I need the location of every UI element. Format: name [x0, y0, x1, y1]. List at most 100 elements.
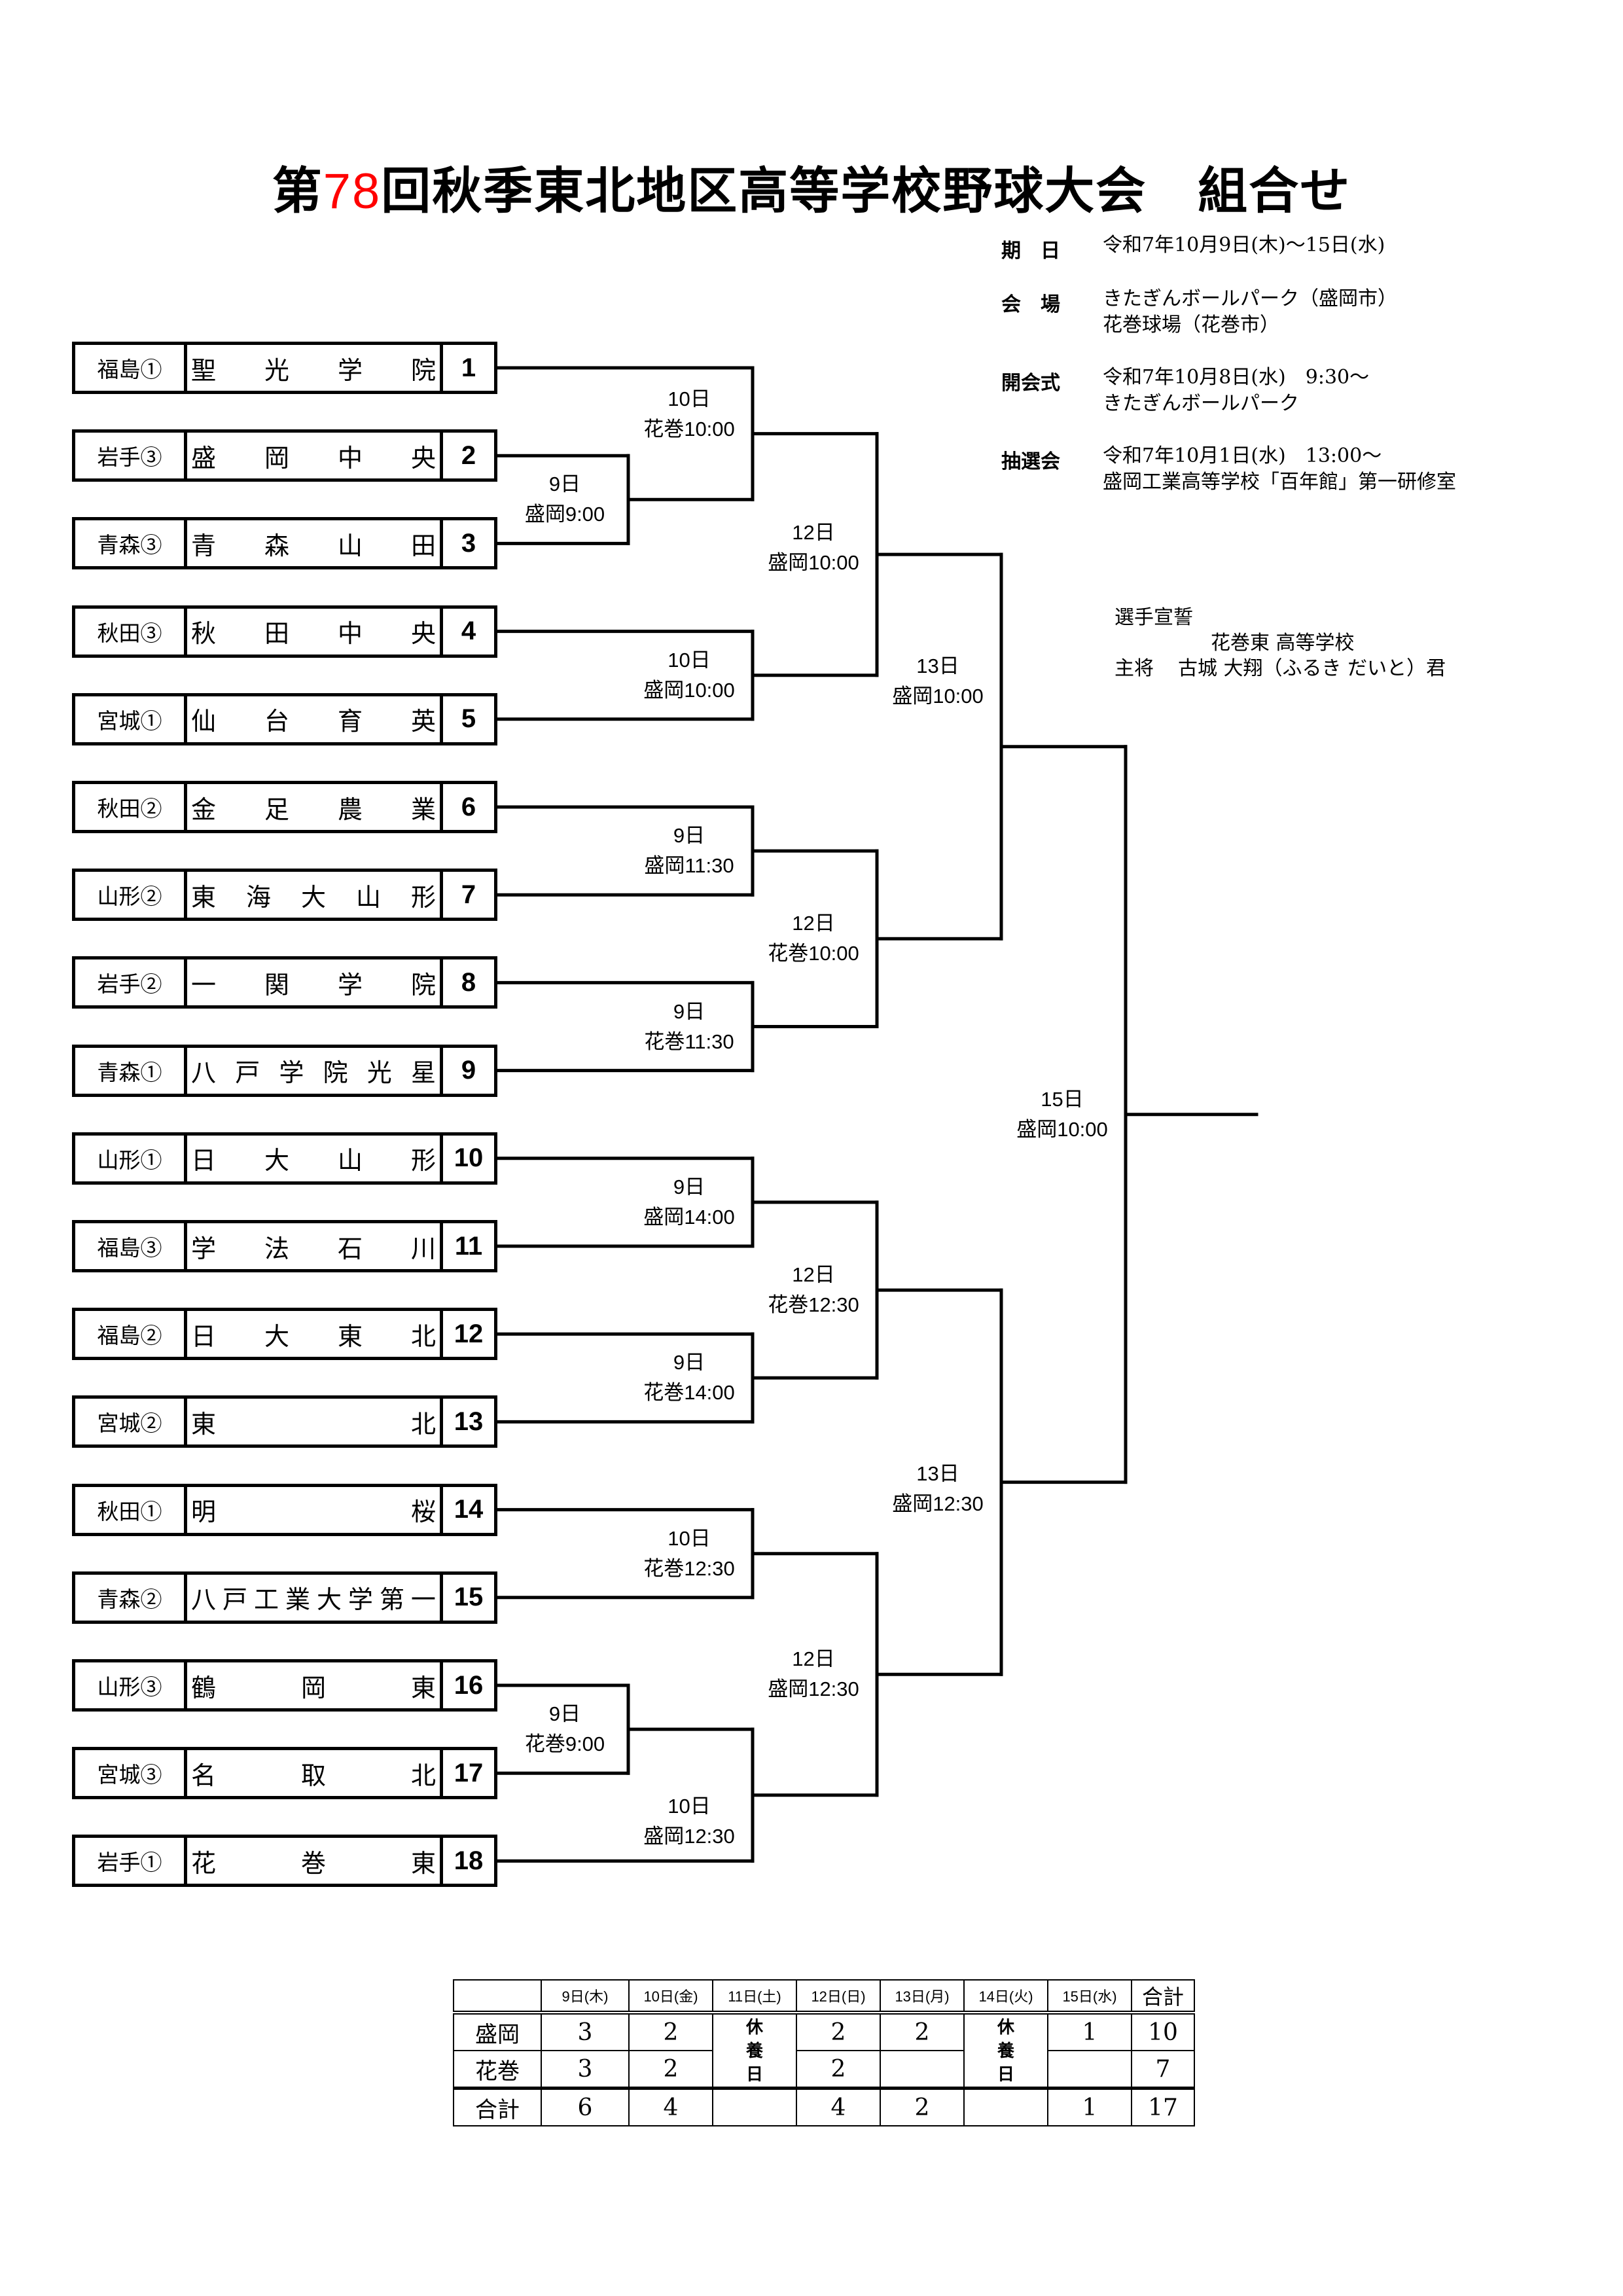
- table-header-cell: 9日(木): [541, 1979, 630, 2015]
- team-prefecture: 宮城③: [75, 1750, 187, 1797]
- team-prefecture: 青森①: [75, 1047, 187, 1094]
- school-name-char: 学: [279, 1058, 304, 1088]
- school-name-char: 東: [191, 1409, 217, 1439]
- team-draw-number: 2: [461, 440, 476, 470]
- team-draw-number: 10: [454, 1143, 484, 1173]
- school-name-char: 岡: [264, 443, 289, 473]
- row-label: 盛岡: [453, 2012, 542, 2051]
- school-name-char: 石: [337, 1234, 363, 1263]
- table-header-cell: 14日(火): [963, 1979, 1048, 2015]
- school-name-char: 山: [337, 531, 363, 560]
- match-label: 12日花巻12:30: [751, 1260, 876, 1320]
- school-name-char: 北: [410, 1321, 436, 1351]
- team-draw-number: 14: [454, 1495, 484, 1524]
- school-name-char: 大: [264, 1321, 289, 1351]
- table-cell: 17: [1131, 2087, 1195, 2126]
- rest-day-char: 休: [997, 2017, 1014, 2037]
- match-day: 9日: [548, 1702, 581, 1726]
- row-label: 花巻: [453, 2050, 542, 2089]
- table-cell: 2: [628, 2050, 713, 2089]
- team-draw-number: 15: [454, 1583, 484, 1612]
- oath-role: 主将: [1115, 657, 1154, 680]
- team-draw-number: 6: [461, 792, 476, 821]
- school-name-char: 山: [337, 1146, 363, 1175]
- table-cell: [712, 2087, 797, 2126]
- school-name-char: 海: [245, 882, 271, 912]
- team-school-name: 花巻東: [187, 1838, 443, 1884]
- school-name-char: 北: [410, 1761, 436, 1790]
- team-draw-number: 1: [461, 353, 476, 382]
- school-name-char: 青: [191, 531, 217, 560]
- match-label: 10日花巻12:30: [627, 1524, 751, 1584]
- team-prefecture: 秋田②: [75, 784, 187, 830]
- team-prefecture: 山形①: [75, 1135, 187, 1181]
- school-name-char: 花: [191, 1848, 217, 1878]
- school-name-char: 鶴: [191, 1673, 217, 1702]
- match-venue-time: 盛岡11:30: [644, 854, 734, 878]
- match-day: 12日: [792, 912, 835, 935]
- team-prefecture: 青森③: [75, 520, 187, 567]
- match-day: 13日: [916, 654, 959, 677]
- team-school-name: 東北: [187, 1399, 443, 1445]
- rest-day-char: 休: [745, 2017, 763, 2037]
- match-venue-time: 盛岡14:00: [643, 1205, 735, 1229]
- table-header-cell: [453, 1979, 542, 2015]
- school-name-char: 学: [337, 355, 363, 385]
- match-venue-time: 花巻14:00: [643, 1381, 735, 1405]
- match-venue-time: 花巻11:30: [644, 1030, 734, 1053]
- school-name-char: 台: [264, 707, 289, 736]
- team-school-name: 秋田中央: [187, 608, 443, 655]
- school-name-char: 東: [191, 882, 217, 912]
- match-label: 13日盛岡12:30: [876, 1459, 1000, 1519]
- team-school-name: 盛岡中央: [187, 433, 443, 479]
- school-name-char: 日: [191, 1146, 217, 1175]
- match-venue-time: 盛岡12:30: [892, 1492, 984, 1515]
- table-cell: [1047, 2050, 1132, 2089]
- team-prefecture: 福島③: [75, 1223, 187, 1269]
- info-value-opening-2: きたぎんボールパーク: [1103, 392, 1299, 415]
- school-name-char: 大: [300, 882, 326, 912]
- table-header-cell: 合計: [1131, 1979, 1195, 2015]
- school-name-char: 巻: [300, 1848, 326, 1878]
- team-school-name: 仙台育英: [187, 696, 443, 742]
- oath-captain-name: 古城 大翔（ふるき だいと）君: [1178, 657, 1446, 680]
- school-name-char: 森: [264, 531, 289, 560]
- table-cell: 2: [796, 2012, 881, 2051]
- school-name-char: 院: [410, 970, 436, 999]
- info-label-draw: 抽選会: [1001, 450, 1060, 473]
- school-name-char: 名: [191, 1761, 217, 1790]
- team-draw-number: 17: [454, 1758, 484, 1787]
- table-cell: 10: [1131, 2012, 1195, 2051]
- team-draw-number: 11: [454, 1231, 483, 1261]
- team-draw-number: 13: [454, 1407, 484, 1436]
- match-venue-time: 花巻9:00: [524, 1732, 605, 1756]
- team-prefecture: 青森②: [75, 1574, 187, 1621]
- match-venue-time: 花巻12:30: [768, 1293, 859, 1317]
- school-name-char: 関: [264, 970, 289, 999]
- school-name-char: 取: [300, 1761, 326, 1790]
- info-value-dates: 令和7年10月9日(木)～15日(水): [1103, 234, 1385, 257]
- info-value-venue-1: きたぎんボールパーク（盛岡市）: [1103, 287, 1397, 310]
- school-name-char: 聖: [191, 355, 217, 385]
- school-name-char: 東: [410, 1673, 436, 1702]
- school-name-char: 農: [337, 795, 363, 824]
- match-venue-time: 盛岡12:30: [768, 1677, 859, 1701]
- team-draw-number: 9: [461, 1056, 476, 1085]
- match-label: 12日花巻10:00: [751, 908, 876, 969]
- school-name-char: 秋: [191, 619, 217, 649]
- info-label-dates: 期 日: [1001, 240, 1060, 262]
- team-school-name: 青森山田: [187, 520, 443, 567]
- team-draw-number: 18: [454, 1846, 484, 1875]
- rest-day-cell: 休養日: [712, 2012, 797, 2089]
- school-name-char: 盛: [191, 443, 217, 473]
- school-name-char: 桜: [410, 1498, 436, 1527]
- school-name-char: 金: [191, 795, 217, 824]
- rest-day-char: 養: [745, 2041, 763, 2060]
